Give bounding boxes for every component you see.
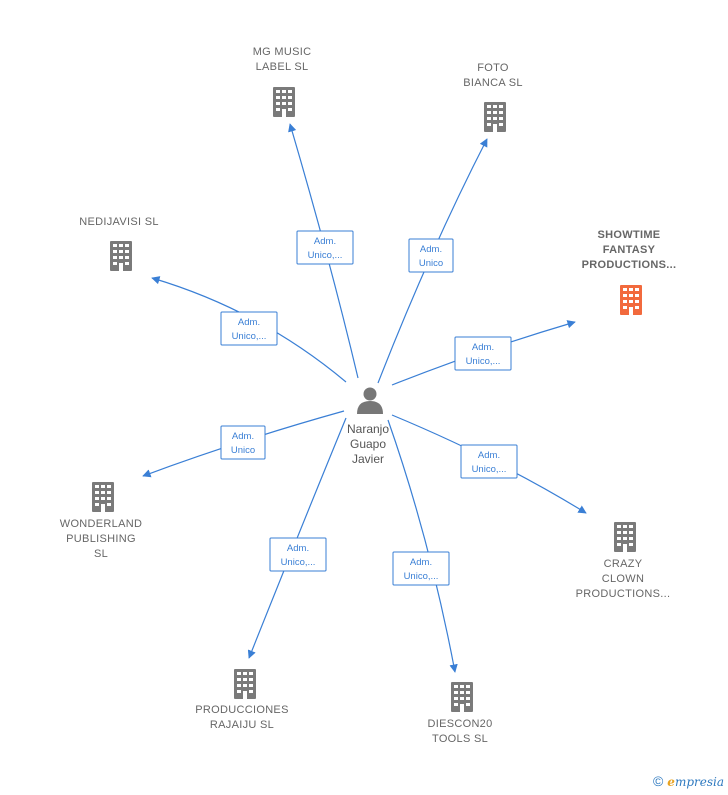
company-node-producciones-rajaiju-sl[interactable]: PRODUCCIONES RAJAIJU SL [195, 669, 288, 731]
brand-initial: e [667, 775, 675, 789]
building-icon [614, 522, 636, 552]
building-icon [234, 669, 256, 699]
person-name-line: Javier [352, 452, 384, 466]
edge-producciones-rajaiju-sl [247, 417, 347, 659]
edge-label-box [220, 311, 278, 346]
company-node-wonderland-publishing-sl[interactable]: WONDERLAND PUBLISHING SL [60, 482, 142, 560]
edge-label-text: Adm. [232, 431, 254, 442]
edge-label-producciones-rajaiju-sl[interactable]: Adm. Unico,... [269, 537, 327, 572]
person-name-line: Guapo [350, 437, 386, 451]
company-name-line: FOTO [477, 62, 509, 74]
edge-label-box [220, 425, 266, 460]
building-icon [484, 102, 506, 132]
company-name-line: PRODUCCIONES [195, 704, 288, 716]
edge-label-text: Adm. [410, 557, 432, 568]
building-icon [620, 285, 642, 315]
company-node-crazy-clown-productions[interactable]: CRAZY CLOWN PRODUCTIONS... [576, 522, 671, 600]
edge-label-wonderland-publishing-sl[interactable]: Adm. Unico [220, 425, 266, 460]
edge-label-text: Unico,... [404, 571, 439, 582]
edge-label-box [454, 336, 512, 371]
company-name-line: BIANCA SL [463, 77, 523, 89]
company-name-line: NEDIJAVISI SL [79, 216, 159, 228]
company-name-line: SHOWTIME [598, 229, 661, 241]
company-node-mg-music-label-sl[interactable]: MG MUSIC LABEL SL [253, 46, 312, 117]
edge-label-diescon20-tools-sl[interactable]: Adm. Unico,... [392, 551, 450, 586]
building-icon [273, 87, 295, 117]
company-name-line: FANTASY [603, 244, 656, 256]
brand-name: mpresia [674, 775, 724, 789]
brand-logo: empresia [667, 775, 724, 789]
edge-label-showtime-fantasy-productions[interactable]: Adm. Unico,... [454, 336, 512, 371]
company-name-line: CLOWN [602, 573, 644, 585]
building-icon [110, 241, 132, 271]
company-name-line: LABEL SL [256, 61, 309, 73]
edge-label-text: Adm. [478, 450, 500, 461]
company-name-line: RAJAIJU SL [210, 719, 274, 731]
edge-label-text: Adm. [472, 342, 494, 353]
company-node-foto-bianca-sl[interactable]: FOTO BIANCA SL [463, 62, 523, 132]
company-name-line: MG MUSIC [253, 46, 312, 58]
edge-label-text: Adm. [420, 244, 442, 255]
footer-brand: ©empresia [653, 773, 724, 789]
edge-label-mg-music-label-sl[interactable]: Adm. Unico,... [296, 230, 354, 265]
edge-label-text: Unico,... [232, 331, 267, 342]
edge-label-box [269, 537, 327, 572]
edge-label-box [408, 238, 454, 273]
company-name-line: TOOLS SL [432, 733, 488, 745]
edge-label-box [460, 444, 518, 479]
edge-diescon20-tools-sl [387, 419, 458, 673]
copyright-symbol: © [652, 773, 664, 789]
person-icon [363, 387, 377, 401]
company-name-line: DIESCON20 [427, 718, 492, 730]
edge-label-box [392, 551, 450, 586]
company-name-line: CRAZY [604, 558, 643, 570]
edge-label-text: Unico,... [308, 250, 343, 261]
company-name-line: PUBLISHING [66, 533, 136, 545]
company-name-line: WONDERLAND [60, 518, 142, 530]
person-icon-body [357, 401, 383, 414]
edge-label-text: Unico,... [466, 356, 501, 367]
edge-label-foto-bianca-sl[interactable]: Adm. Unico [408, 238, 454, 273]
edge-label-text: Unico [231, 445, 255, 456]
edge-label-text: Adm. [238, 317, 260, 328]
company-node-nedijavisi-sl[interactable]: NEDIJAVISI SL [79, 216, 159, 271]
edge-label-text: Unico,... [472, 464, 507, 475]
edge-label-text: Unico [419, 258, 443, 269]
company-name-line: SL [94, 548, 108, 560]
edge-label-box [296, 230, 354, 265]
company-name-line: PRODUCTIONS... [576, 588, 671, 600]
building-icon [451, 682, 473, 712]
building-icon [92, 482, 114, 512]
company-name-line: PRODUCTIONS... [582, 259, 677, 271]
edge-label-nedijavisi-sl[interactable]: Adm. Unico,... [220, 311, 278, 346]
company-node-showtime-fantasy-productions[interactable]: SHOWTIME FANTASY PRODUCTIONS... [582, 229, 677, 315]
edge-label-text: Unico,... [281, 557, 316, 568]
edge-label-crazy-clown-productions[interactable]: Adm. Unico,... [460, 444, 518, 479]
person-name-line: Naranjo [347, 422, 389, 436]
edge-label-text: Adm. [314, 236, 336, 247]
edge-label-text: Adm. [287, 543, 309, 554]
